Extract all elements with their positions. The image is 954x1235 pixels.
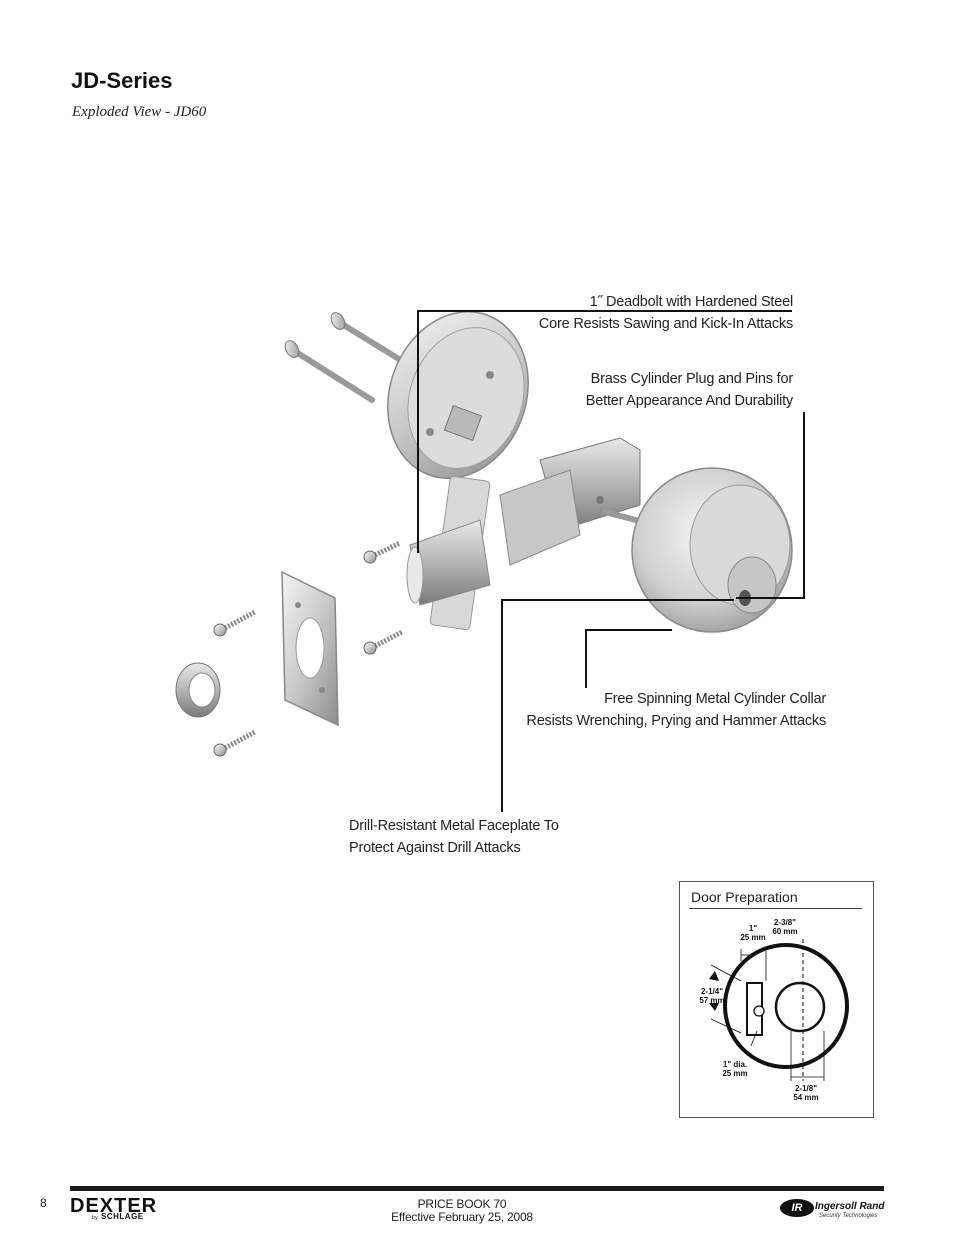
- callout-faceplate-line2: Protect Against Drill Attacks: [349, 840, 521, 856]
- dim-hole: 1" dia. 25 mm: [718, 1060, 752, 1078]
- callout-collar-line2: Resists Wrenching, Prying and Hammer Att…: [526, 713, 826, 729]
- callout-leaders: [417, 310, 805, 812]
- door-preparation-title: Door Preparation: [691, 889, 798, 905]
- callout-brass-line1: Brass Cylinder Plug and Pins for: [590, 371, 794, 387]
- rose-plate: [387, 311, 529, 479]
- dim-bore-in: 2-3/8": [773, 918, 797, 927]
- dim-height: 2-1/4" 57 mm: [697, 987, 727, 1005]
- strike-reinforcer: [175, 662, 221, 718]
- dim-height-in: 2-1/4": [700, 987, 724, 996]
- ingersoll-rand-logo-icon: IR: [780, 1199, 814, 1217]
- schlage-logo: by SCHLAGE: [92, 1212, 144, 1221]
- door-preparation-diagram: [709, 939, 849, 1081]
- callout-deadbolt: 1˝ Deadbolt with Hardened Steel Core Res…: [480, 291, 793, 335]
- ingersoll-rand-name: Ingersoll Rand: [815, 1201, 885, 1212]
- dim-backset-in: 1": [748, 924, 758, 933]
- dim-bore: 2-3/8" 60 mm: [770, 918, 800, 936]
- callout-brass: Brass Cylinder Plug and Pins for Better …: [540, 368, 793, 412]
- dim-backset-mm: 25 mm: [740, 933, 766, 942]
- dim-hole-in: 1" dia.: [722, 1060, 748, 1069]
- callout-faceplate: Drill-Resistant Metal Faceplate To Prote…: [349, 815, 609, 859]
- callout-collar: Free Spinning Metal Cylinder Collar Resi…: [480, 688, 826, 732]
- dim-diameter: 2-1/8" 54 mm: [791, 1084, 821, 1102]
- callout-faceplate-line1: Drill-Resistant Metal Faceplate To: [349, 818, 559, 834]
- dim-diameter-mm: 54 mm: [793, 1093, 819, 1102]
- dim-bore-mm: 60 mm: [772, 927, 798, 936]
- page-subtitle: Exploded View - JD60: [72, 104, 207, 120]
- footer-center: PRICE BOOK 70 Effective February 25, 200…: [380, 1198, 544, 1224]
- callout-collar-line1: Free Spinning Metal Cylinder Collar: [604, 691, 826, 707]
- deadbolt-leader: [417, 310, 792, 553]
- dim-hole-mm: 25 mm: [722, 1069, 748, 1078]
- door-preparation-box: [679, 881, 874, 1118]
- dexter-logo: DEXTER: [70, 1195, 158, 1217]
- footer-rule: [70, 1186, 884, 1191]
- callout-brass-line2: Better Appearance And Durability: [585, 393, 793, 409]
- wood-screws: [213, 540, 404, 757]
- cylinder-knob: [631, 467, 793, 633]
- strike-plate: [281, 570, 339, 727]
- dim-height-mm: 57 mm: [699, 996, 725, 1005]
- brass-leader: [736, 412, 805, 599]
- dim-diameter-in: 2-1/8": [794, 1084, 818, 1093]
- effective-date: Effective February 25, 2008: [391, 1210, 533, 1224]
- schlage-by: by: [92, 1215, 99, 1221]
- faceplate-leader: [501, 599, 734, 812]
- price-book: PRICE BOOK 70: [417, 1197, 507, 1211]
- ingersoll-rand-sub: Security Technologies: [819, 1213, 878, 1219]
- door-preparation-rule: [689, 908, 862, 909]
- callout-deadbolt-line2: Core Resists Sawing and Kick-In Attacks: [538, 316, 793, 332]
- callout-deadbolt-line1: 1˝ Deadbolt with Hardened Steel: [589, 294, 794, 310]
- page-number: 8: [40, 1196, 47, 1210]
- dim-backset: 1" 25 mm: [738, 924, 768, 942]
- collar-leader: [585, 629, 672, 688]
- page-title: JD-Series: [71, 68, 173, 93]
- schlage-name: SCHLAGE: [101, 1212, 144, 1221]
